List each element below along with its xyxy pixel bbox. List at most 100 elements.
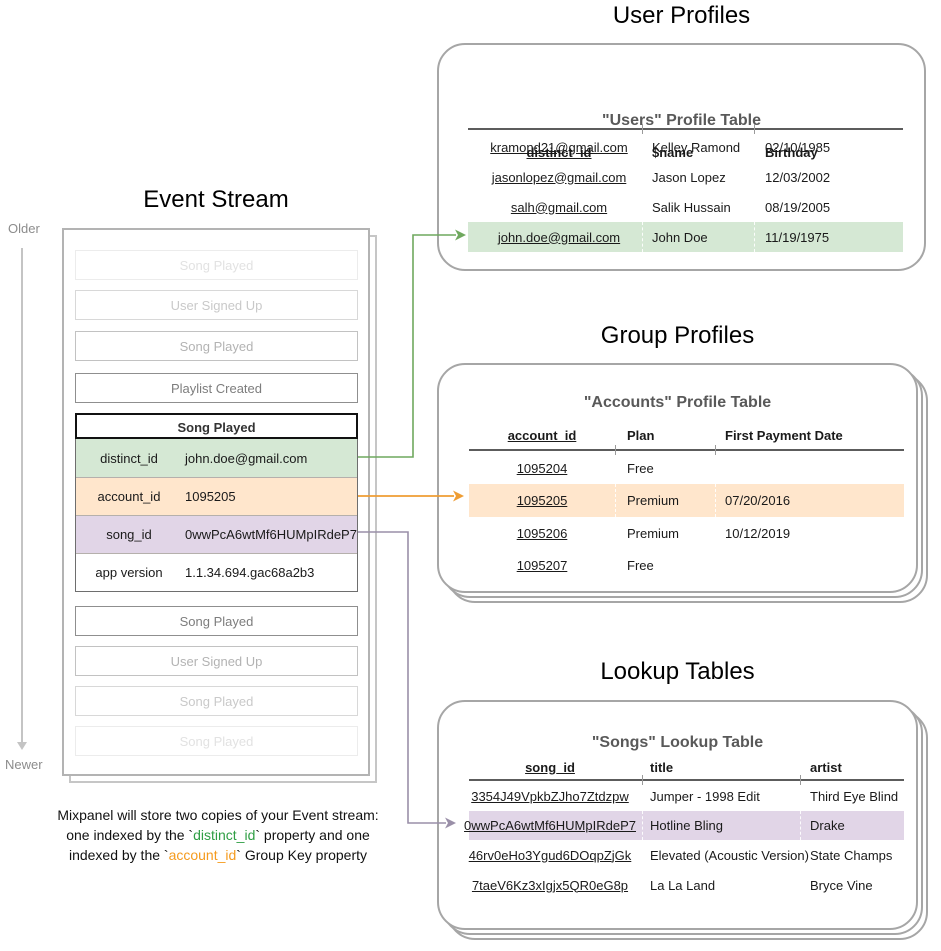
users-card-title: "Users" Profile Table xyxy=(602,112,761,129)
cell-distinct-id: kramond21@gmail.com xyxy=(490,139,628,155)
accounts-card-title: "Accounts" Profile Table xyxy=(583,394,772,411)
table-row: 7taeV6Kz3xIgjx5QR0eG8p La La Land Bryce … xyxy=(469,870,904,900)
column-header-plan: Plan xyxy=(627,427,655,443)
user-profiles-title: User Profiles xyxy=(612,2,751,29)
expanded-event-title: Song Played xyxy=(75,413,358,439)
table-row-highlighted-purple: 0wwPcA6wtMf6HUMpIRdeP7 Hotline Bling Dra… xyxy=(464,811,904,840)
column-divider-tick xyxy=(642,124,643,134)
header-separator xyxy=(468,128,903,130)
cell-birthday: 02/10/1985 xyxy=(765,139,831,155)
property-value: john.doe@gmail.com xyxy=(185,450,308,466)
cell-first-payment-date: 07/20/2016 xyxy=(725,493,791,508)
cell-title: Elevated (Acoustic Version) xyxy=(650,847,809,863)
cell-plan: Premium xyxy=(627,526,680,541)
property-value: 0wwPcA6wtMf6HUMpIRdeP7 xyxy=(185,527,357,542)
property-key: song_id xyxy=(106,527,152,542)
event-card: Song Played xyxy=(75,250,358,280)
table-row: jasonlopez@gmail.com Jason Lopez 12/03/2… xyxy=(468,162,903,192)
cell-birthday: 12/03/2002 xyxy=(765,169,831,185)
cell-name: Kelley Ramond xyxy=(652,139,741,155)
cell-account-id: 1095205 xyxy=(516,493,568,508)
cell-song-id: 3354J49VpkbZJho7Ztdzpw xyxy=(471,789,629,804)
cell-artist: Third Eye Blind xyxy=(810,789,899,804)
table-row: 46rv0eHo3Ygud6DOqpZjGk Elevated (Acousti… xyxy=(469,840,904,870)
property-row-distinct-id: distinct_id john.doe@gmail.com xyxy=(76,439,357,477)
event-stream-title: Event Stream xyxy=(143,186,289,213)
column-divider-tick xyxy=(754,124,755,134)
caption-account-id: account_id xyxy=(168,846,237,863)
event-card: Song Played xyxy=(75,331,358,361)
cell-name: Salik Hussain xyxy=(652,199,731,215)
event-card: Song Played xyxy=(75,686,358,716)
event-card: Song Played xyxy=(75,726,358,756)
column-header-title: title xyxy=(650,759,674,775)
timeline-arrow-down-icon xyxy=(17,742,27,750)
column-header-first-payment-date: First Payment Date xyxy=(725,427,843,443)
event-stream-container: Song Played User Signed Up Song Played P… xyxy=(62,228,370,776)
column-divider-tick xyxy=(715,445,716,455)
lookup-tables-title: Lookup Tables xyxy=(600,658,755,685)
property-key: account_id xyxy=(97,489,161,504)
songs-card-title: "Songs" Lookup Table xyxy=(591,734,764,751)
caption-line1: Mixpanel will store two copies of your E… xyxy=(57,807,379,823)
cell-song-id: 0wwPcA6wtMf6HUMpIRdeP7 xyxy=(464,818,636,833)
cell-artist: Drake xyxy=(810,818,845,833)
cell-name: Jason Lopez xyxy=(652,169,726,185)
column-divider-tick xyxy=(800,775,801,785)
caption-distinct-id: distinct_id xyxy=(193,826,256,843)
newer-label: Newer xyxy=(5,757,43,772)
event-card: User Signed Up xyxy=(75,646,358,676)
cell-song-id: 7taeV6Kz3xIgjx5QR0eG8p xyxy=(471,877,629,893)
cell-title: Jumper - 1998 Edit xyxy=(650,789,760,804)
cell-name: John Doe xyxy=(652,229,708,245)
table-row: 1095204 Free xyxy=(469,453,904,484)
cell-first-payment-date: 10/12/2019 xyxy=(725,526,791,541)
column-header-distinct-id: distinct_id xyxy=(526,144,592,160)
column-header-song-id: song_id xyxy=(525,759,575,775)
caption: Mixpanel will store two copies of your E… xyxy=(57,807,379,863)
older-label: Older xyxy=(8,221,40,236)
table-row-highlighted-orange: 1095205 Premium 07/20/2016 xyxy=(469,484,904,517)
cell-title: La La Land xyxy=(650,877,716,893)
column-header-account-id: account_id xyxy=(507,427,577,443)
songs-card: "Songs" Lookup Table song_id title artis… xyxy=(437,700,918,930)
cell-distinct-id: salh@gmail.com xyxy=(510,199,608,215)
cell-birthday: 11/19/1975 xyxy=(765,229,830,245)
column-divider-tick xyxy=(615,445,616,455)
table-row-highlighted-green: john.doe@gmail.com John Doe 11/19/1975 xyxy=(468,222,903,252)
cell-first-payment-date xyxy=(725,550,885,581)
table-row: kramond21@gmail.com Kelley Ramond 02/10/… xyxy=(468,132,903,162)
group-profiles-title: Group Profiles xyxy=(600,322,755,349)
cell-distinct-id: john.doe@gmail.com xyxy=(497,229,621,245)
expanded-event: Song Played distinct_id john.doe@gmail.c… xyxy=(75,413,358,592)
cell-first-payment-date xyxy=(725,453,885,484)
property-key: app version xyxy=(95,565,163,580)
event-card: Playlist Created xyxy=(75,373,358,403)
table-row: 1095207 Free xyxy=(469,550,904,581)
property-row-song-id: song_id 0wwPcA6wtMf6HUMpIRdeP7 xyxy=(76,515,357,553)
event-card: Song Played xyxy=(75,606,358,636)
timeline-line xyxy=(21,248,23,742)
column-header-name: $name xyxy=(652,144,694,160)
header-separator xyxy=(469,449,904,451)
cell-plan: Premium xyxy=(627,493,680,508)
column-header-birthday: Birthday xyxy=(765,144,818,160)
table-row: 3354J49VpkbZJho7Ztdzpw Jumper - 1998 Edi… xyxy=(469,782,904,811)
property-key: distinct_id xyxy=(100,450,158,466)
cell-distinct-id: jasonlopez@gmail.com xyxy=(491,169,627,185)
cell-artist: State Champs xyxy=(810,847,893,863)
cell-artist: Bryce Vine xyxy=(810,877,873,893)
property-value: 1095205 xyxy=(185,489,236,504)
column-header-artist: artist xyxy=(810,759,842,775)
cell-plan: Free xyxy=(627,461,654,476)
property-row-account-id: account_id 1095205 xyxy=(76,477,357,515)
header-separator xyxy=(469,779,904,781)
column-divider-tick xyxy=(642,775,643,785)
property-row-app-version: app version 1.1.34.694.gac68a2b3 xyxy=(76,553,357,591)
cell-birthday: 08/19/2005 xyxy=(765,199,831,215)
table-row: salh@gmail.com Salik Hussain 08/19/2005 xyxy=(468,192,903,222)
cell-account-id: 1095206 xyxy=(516,526,568,541)
cell-plan: Free xyxy=(627,558,654,573)
event-card: User Signed Up xyxy=(75,290,358,320)
